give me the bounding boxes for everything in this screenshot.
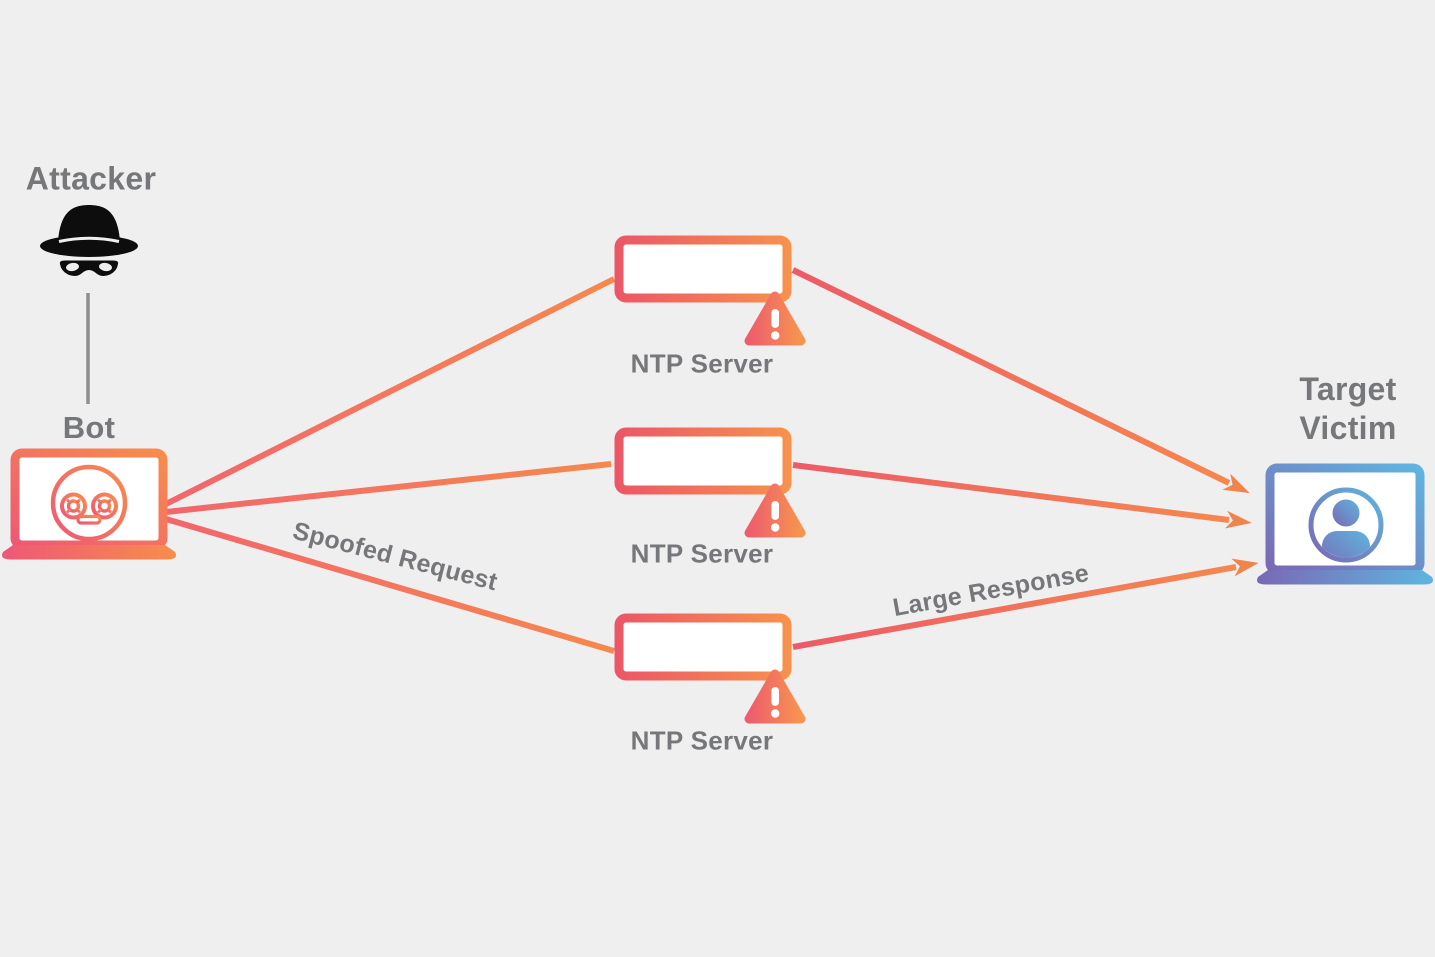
bot-laptop-icon: [2, 448, 176, 560]
target-victim-label-line1: Target: [1299, 371, 1397, 407]
ntp-server-icon-1: [619, 240, 801, 341]
attacker-label: Attacker: [25, 160, 157, 197]
spy-hat-mask-icon: [40, 205, 138, 277]
target-victim-label: Target Victim: [1299, 370, 1396, 448]
bot-label: Bot: [62, 410, 116, 445]
target-victim-label-line2: Victim: [1299, 410, 1397, 446]
ntp-server-label-1: NTP Server: [630, 348, 774, 379]
spoofed-request-line-3: [165, 516, 615, 654]
robot-face-icon: [50, 464, 128, 542]
spoofed-request-line-2: [165, 461, 612, 515]
large-response-arrow-1: [791, 267, 1250, 494]
spoofed-request-line-1: [164, 276, 616, 507]
ntp-server-label-2: NTP Server: [630, 538, 774, 569]
user-avatar-icon: [1308, 487, 1384, 563]
victim-laptop-icon: [1257, 463, 1433, 585]
ntp-server-icon-3: [619, 618, 801, 719]
large-response-arrow-2: [792, 462, 1252, 529]
ntp-server-label-3: NTP Server: [630, 725, 774, 756]
ntp-server-icon-2: [619, 432, 801, 533]
large-response-arrow-3: [792, 558, 1259, 650]
